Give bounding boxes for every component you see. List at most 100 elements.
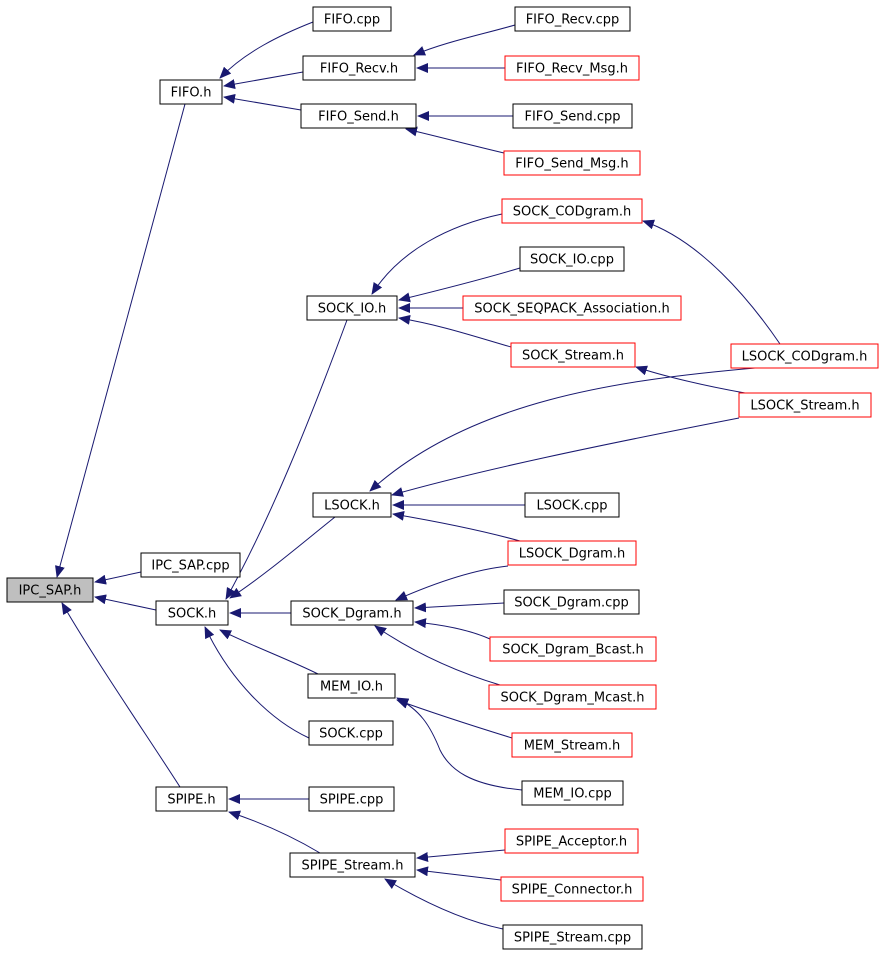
node-sock-h[interactable]: SOCK.h <box>155 600 229 626</box>
node-spipe-acceptor-h[interactable]: SPIPE_Acceptor.h <box>504 828 639 854</box>
node-lsock-dgram-h[interactable]: LSOCK_Dgram.h <box>507 540 637 566</box>
node-box <box>290 600 414 626</box>
node-label: SOCK_IO.cpp <box>530 253 614 268</box>
node-sock-io-cpp[interactable]: SOCK_IO.cpp <box>519 246 625 272</box>
node-fifo-send-msg-h[interactable]: FIFO_Send_Msg.h <box>503 150 641 176</box>
node-label: SPIPE_Stream.h <box>302 859 404 874</box>
node-lsock-stream-h[interactable]: LSOCK_Stream.h <box>738 392 872 418</box>
node-box <box>510 342 636 368</box>
node-box <box>512 103 633 129</box>
node-mem-stream-h[interactable]: MEM_Stream.h <box>511 732 633 758</box>
node-ipc-sap-cpp[interactable]: IPC_SAP.cpp <box>140 552 241 578</box>
node-box <box>155 786 228 812</box>
edge-lsock-h-to-sock-h <box>229 516 336 599</box>
node-label: SOCK_IO.h <box>318 302 387 317</box>
edge-mem-io-h-to-sock-h <box>219 629 319 675</box>
node-label: SOCK_Dgram_Mcast.h <box>501 691 645 706</box>
node-label: SPIPE_Connector.h <box>512 883 633 898</box>
edge-sock-cpp-to-sock-h <box>204 626 310 739</box>
edge-fifo-send-msg-h-to-fifo-send-h <box>405 126 505 154</box>
edge-sock-dgram-mcast-h-to-sock-dgram-h <box>374 625 501 686</box>
node-lsock-codgram-h[interactable]: LSOCK_CODgram.h <box>730 343 879 369</box>
edge-fifo-cpp-to-fifo-h <box>219 21 314 79</box>
edge-fifo-recv-cpp-to-fifo-recv-h <box>413 24 516 56</box>
node-lsock-cpp[interactable]: LSOCK.cpp <box>524 492 620 518</box>
node-label: SPIPE.h <box>167 793 215 808</box>
node-fifo-cpp[interactable]: FIFO.cpp <box>312 6 392 32</box>
node-box <box>489 636 657 662</box>
node-sock-dgram-h[interactable]: SOCK_Dgram.h <box>290 600 414 626</box>
node-label: SPIPE.cpp <box>320 793 384 808</box>
node-mem-io-h[interactable]: MEM_IO.h <box>307 673 396 699</box>
node-sock-dgram-cpp[interactable]: SOCK_Dgram.cpp <box>503 589 640 615</box>
node-box <box>155 600 229 626</box>
node-lsock-h[interactable]: LSOCK.h <box>312 492 392 518</box>
node-label: MEM_IO.cpp <box>533 787 611 802</box>
node-label: MEM_Stream.h <box>524 739 621 754</box>
edge-sock-io-cpp-to-sock-io-h <box>398 267 521 303</box>
node-box <box>6 577 94 603</box>
node-spipe-stream-h[interactable]: SPIPE_Stream.h <box>289 852 416 878</box>
node-mem-io-cpp[interactable]: MEM_IO.cpp <box>521 780 624 806</box>
node-box <box>519 246 625 272</box>
node-fifo-recv-msg-h[interactable]: FIFO_Recv_Msg.h <box>504 55 640 81</box>
node-sock-dgram-mcast-h[interactable]: SOCK_Dgram_Mcast.h <box>488 684 657 710</box>
node-label: FIFO_Recv_Msg.h <box>516 62 628 77</box>
node-spipe-cpp[interactable]: SPIPE.cpp <box>308 786 395 812</box>
node-box <box>511 732 633 758</box>
node-fifo-send-h[interactable]: FIFO_Send.h <box>300 103 417 129</box>
node-box <box>501 198 643 224</box>
node-box <box>289 852 416 878</box>
edge-lsock-dgram-h-to-lsock-h <box>392 510 521 542</box>
node-label: SOCK_Stream.h <box>522 349 624 364</box>
node-spipe-stream-cpp[interactable]: SPIPE_Stream.cpp <box>502 924 643 950</box>
node-label: IPC_SAP.cpp <box>151 559 229 574</box>
node-label: LSOCK_CODgram.h <box>742 350 868 365</box>
node-box <box>738 392 872 418</box>
node-sock-codgram-h[interactable]: SOCK_CODgram.h <box>501 198 643 224</box>
node-label: FIFO_Send_Msg.h <box>515 157 628 172</box>
node-spipe-h[interactable]: SPIPE.h <box>155 786 228 812</box>
node-sock-stream-h[interactable]: SOCK_Stream.h <box>510 342 636 368</box>
node-label: FIFO.cpp <box>324 13 380 28</box>
node-fifo-recv-h[interactable]: FIFO_Recv.h <box>302 55 416 81</box>
node-sock-cpp[interactable]: SOCK.cpp <box>308 720 394 746</box>
node-box <box>159 79 223 105</box>
edge-spipe-stream-h-to-spipe-h <box>228 810 321 854</box>
edge-fifo-h-to-ipc-sap-h <box>55 103 186 578</box>
node-label: FIFO_Send.h <box>318 110 399 125</box>
node-label: LSOCK_Stream.h <box>750 399 859 414</box>
node-fifo-recv-cpp[interactable]: FIFO_Recv.cpp <box>514 6 631 32</box>
edge-lsock-codgram-h-to-lsock-h <box>369 367 756 492</box>
node-spipe-connector-h[interactable]: SPIPE_Connector.h <box>500 876 644 902</box>
node-ipc-sap-h[interactable]: IPC_SAP.h <box>6 577 94 603</box>
node-label: MEM_IO.h <box>320 680 383 695</box>
node-label: SOCK_Dgram_Bcast.h <box>502 643 644 658</box>
node-sock-seqpack-h[interactable]: SOCK_SEQPACK_Association.h <box>462 295 682 321</box>
node-box <box>524 492 620 518</box>
node-sock-io-h[interactable]: SOCK_IO.h <box>306 295 398 321</box>
node-box <box>307 673 396 699</box>
edge-spipe-stream-cpp-to-spipe-stream-h <box>384 878 504 930</box>
node-fifo-send-cpp[interactable]: FIFO_Send.cpp <box>512 103 633 129</box>
node-box <box>306 295 398 321</box>
node-sock-dgram-bcast-h[interactable]: SOCK_Dgram_Bcast.h <box>489 636 657 662</box>
node-label: SOCK_SEQPACK_Association.h <box>474 302 669 317</box>
node-box <box>514 6 631 32</box>
edge-ipc-sap-cpp-to-ipc-sap-h <box>94 571 142 585</box>
node-box <box>503 150 641 176</box>
edge-lsock-stream-h-to-lsock-h <box>391 417 740 497</box>
node-label: SOCK.h <box>168 607 216 622</box>
node-label: FIFO.h <box>171 86 212 101</box>
node-label: IPC_SAP.h <box>19 584 82 599</box>
node-label: SOCK_Dgram.h <box>302 607 401 622</box>
node-box <box>308 720 394 746</box>
edge-fifo-send-h-to-fifo-h <box>223 93 302 111</box>
node-label: FIFO_Recv.cpp <box>526 13 620 28</box>
node-label: LSOCK.h <box>324 499 380 514</box>
node-fifo-h[interactable]: FIFO.h <box>159 79 223 105</box>
node-box <box>730 343 879 369</box>
edge-lsock-codgram-h-to-sock-codgram-h <box>642 219 781 345</box>
node-box <box>308 786 395 812</box>
node-box <box>312 492 392 518</box>
